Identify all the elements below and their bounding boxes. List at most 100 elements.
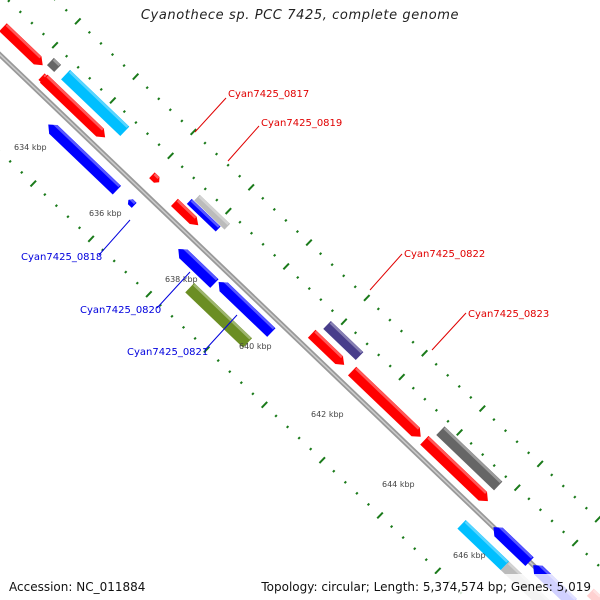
gene-cyan-top[interactable] xyxy=(61,69,130,137)
gene-highlight xyxy=(464,520,509,563)
tick-mark xyxy=(492,418,496,422)
tick-mark xyxy=(434,408,438,412)
gene-highlight xyxy=(427,436,487,494)
tick-mark xyxy=(29,179,37,188)
gene-highlight xyxy=(5,24,42,59)
gene-label[interactable]: Cyan7425_0820 xyxy=(80,305,161,316)
gene-highlight xyxy=(221,278,275,330)
leader-line xyxy=(431,312,467,351)
tick-mark xyxy=(457,384,461,388)
tick-mark xyxy=(203,187,207,191)
tick-label: 646 kbp xyxy=(453,551,486,560)
tick-mark xyxy=(226,163,230,167)
tick-mark xyxy=(260,401,268,409)
tick-mark xyxy=(41,32,46,36)
gene-silver-0819[interactable] xyxy=(194,194,231,230)
gene-blue-0819[interactable] xyxy=(186,198,221,232)
tick-mark xyxy=(193,336,197,341)
tick-mark xyxy=(247,183,255,191)
tick-mark xyxy=(340,318,348,326)
gene-olive-0821[interactable] xyxy=(185,282,253,348)
tick-label: 634 kbp xyxy=(14,143,47,152)
tick-mark xyxy=(332,469,336,473)
tick-mark xyxy=(216,359,220,363)
tick-mark xyxy=(550,473,554,477)
gene-red-lower[interactable] xyxy=(420,435,488,502)
gene-gray-lower[interactable] xyxy=(436,426,503,491)
tick-mark xyxy=(158,303,162,307)
tick-mark xyxy=(284,218,288,223)
tick-mark xyxy=(504,475,508,479)
tick-mark xyxy=(51,41,59,49)
tick-mark xyxy=(399,329,404,333)
tick-mark xyxy=(215,198,219,202)
tick-mark xyxy=(76,65,80,69)
tick-mark xyxy=(584,506,588,510)
gene-label[interactable]: Cyan7425_0819 xyxy=(261,118,342,129)
gene-red-top-left[interactable] xyxy=(0,23,43,66)
tick-mark xyxy=(181,325,186,329)
gene-label[interactable]: Cyan7425_0823 xyxy=(468,309,549,320)
tick-mark xyxy=(413,547,417,551)
tick-mark xyxy=(478,404,486,413)
tick-mark xyxy=(456,428,464,436)
tick-mark xyxy=(515,440,519,444)
tick-mark xyxy=(469,395,473,400)
tick-label: 640 kbp xyxy=(239,342,272,351)
leader-line xyxy=(227,125,260,162)
gene-highlight xyxy=(355,367,420,430)
gene-label[interactable]: Cyan7425_0818 xyxy=(21,252,102,263)
tick-mark xyxy=(239,381,243,385)
gene-highlight xyxy=(51,121,121,188)
gene-highlight xyxy=(443,427,502,483)
tick-mark xyxy=(424,558,428,562)
leader-line xyxy=(204,314,238,351)
gene-blue-0818[interactable] xyxy=(48,124,122,195)
gene-red-top[interactable] xyxy=(39,74,106,138)
tick-mark xyxy=(318,252,323,256)
gene-highlight xyxy=(193,283,252,340)
gene-purple-0822[interactable] xyxy=(323,320,364,361)
gene-blue-small[interactable] xyxy=(127,199,137,208)
gene-red-0822[interactable] xyxy=(307,329,345,365)
leader-line xyxy=(369,253,403,291)
tick-mark xyxy=(423,397,427,401)
tick-mark xyxy=(388,318,392,322)
tick-mark xyxy=(134,121,138,125)
tick-mark xyxy=(527,497,531,501)
gene-red-0817[interactable] xyxy=(149,172,160,183)
gene-label[interactable]: Cyan7425_0821 xyxy=(127,347,208,358)
gene-blue-0820a[interactable] xyxy=(178,248,219,288)
tick-mark xyxy=(203,345,211,354)
gene-gray-small-top[interactable] xyxy=(46,57,62,73)
tick-mark xyxy=(110,52,115,57)
gene-label[interactable]: Cyan7425_0817 xyxy=(228,89,309,100)
tick-mark xyxy=(353,331,358,335)
tick-mark xyxy=(203,141,207,145)
tick-mark xyxy=(390,524,394,529)
tick-mark xyxy=(251,392,255,396)
gene-blue-bottom-a[interactable] xyxy=(493,527,534,567)
tick-mark xyxy=(342,274,346,278)
tick-mark xyxy=(366,502,371,506)
gene-label[interactable]: Cyan7425_0822 xyxy=(404,249,485,260)
tick-mark xyxy=(527,451,531,455)
gene-red-0819a[interactable] xyxy=(170,198,199,226)
tick-mark xyxy=(492,464,496,468)
tick-mark xyxy=(66,215,70,219)
tick-mark xyxy=(307,287,311,291)
gene-label-leaders xyxy=(98,97,467,351)
tick-mark xyxy=(503,429,508,433)
tick-mark xyxy=(192,176,196,180)
gene-cyan-bottom[interactable] xyxy=(457,519,510,571)
tick-mark xyxy=(145,290,153,298)
gene-red-0823[interactable] xyxy=(347,366,421,437)
genome-backbone xyxy=(0,51,574,600)
tick-mark xyxy=(74,17,82,25)
gene-highlight xyxy=(314,330,343,359)
tick-mark xyxy=(355,491,359,495)
tick-mark xyxy=(446,419,450,423)
tick-mark xyxy=(330,309,334,313)
gene-blue-0820b[interactable] xyxy=(218,282,276,337)
tick-mark xyxy=(99,87,103,91)
